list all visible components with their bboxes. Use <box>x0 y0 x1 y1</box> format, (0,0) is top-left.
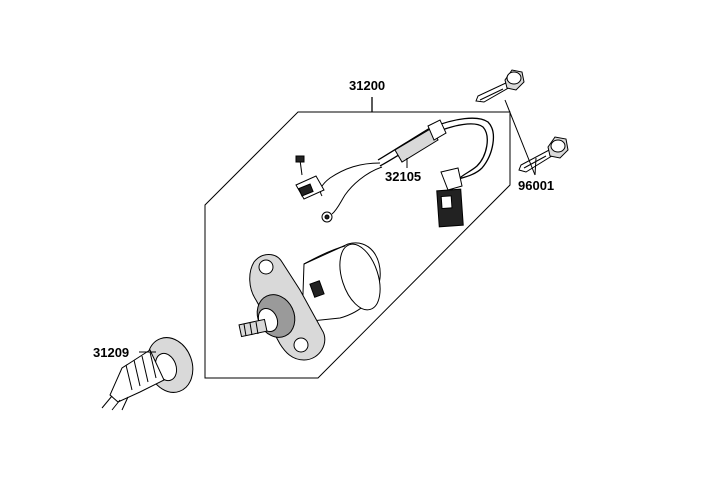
bolt-icon <box>475 69 525 103</box>
wire-harness-icon <box>295 117 495 228</box>
label-96001: 96001 <box>518 178 554 193</box>
leader-96001-b <box>534 157 537 176</box>
label-31200: 31200 <box>349 78 385 93</box>
starter-motor-icon <box>238 242 381 361</box>
label-32105: 32105 <box>385 169 421 184</box>
starter-clutch-gear-icon <box>101 337 194 411</box>
bolt-icon <box>518 136 569 173</box>
leader-96001-a <box>504 99 536 176</box>
label-31209: 31209 <box>93 345 129 360</box>
